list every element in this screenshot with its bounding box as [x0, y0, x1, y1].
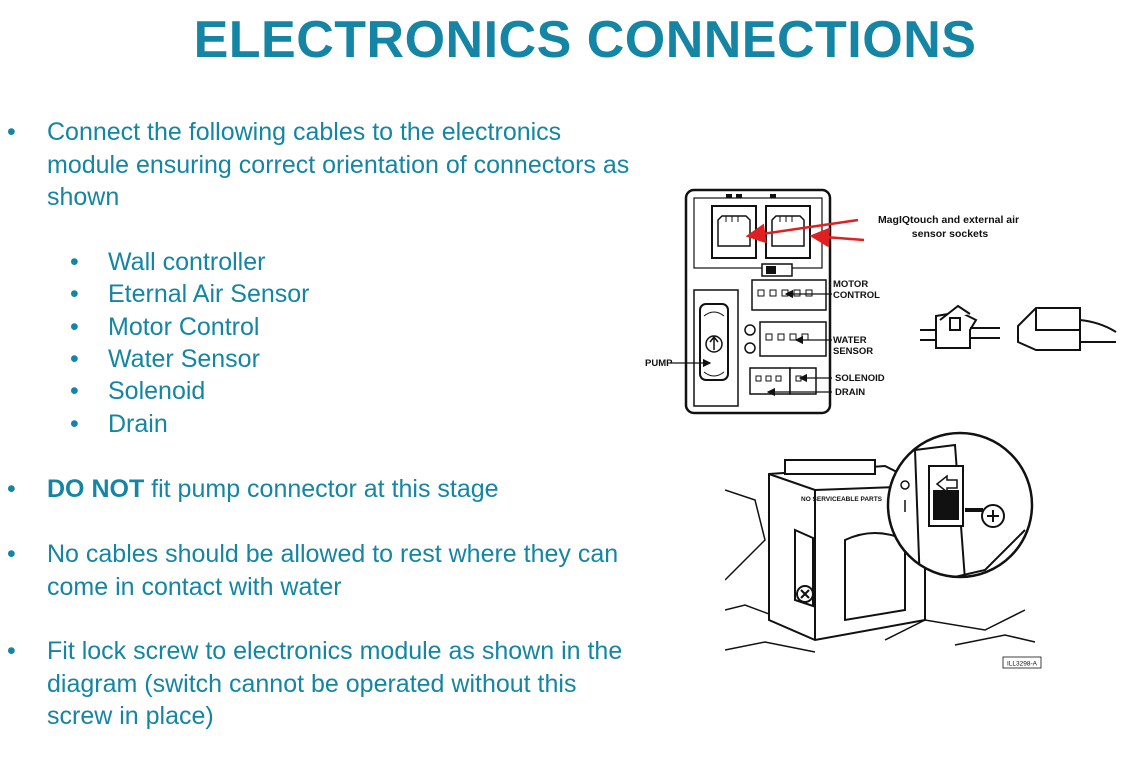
connector-panel-diagram: MOTOR CONTROL WATER SENSOR SOLENOID DRAI…	[645, 188, 1117, 415]
list-item: Drain	[70, 408, 588, 441]
magnified-detail	[888, 433, 1032, 577]
water-sensor-label: WATER SENSOR	[833, 335, 873, 357]
water-connector	[759, 321, 827, 357]
rj-socket-icon	[711, 205, 757, 259]
motor-connector	[751, 279, 827, 311]
drain-connector	[789, 367, 817, 395]
socket-callout: MagIQtouch and external air sensor socke…	[878, 214, 1022, 240]
solenoid-label: SOLENOID	[835, 373, 885, 384]
plug-side-view-icon	[920, 304, 1000, 349]
arrow-left-icon	[935, 474, 958, 494]
list-item: Solenoid	[70, 375, 588, 408]
pump-label: PUMP	[645, 358, 673, 369]
bullet-cables-water: No cables should be allowed to rest wher…	[7, 538, 647, 603]
bullet-text: fit pump connector at this stage	[144, 475, 499, 503]
list-item: Wall controller	[70, 246, 588, 279]
illustration-ref: ILL3298-A	[1007, 661, 1038, 668]
list-item: Water Sensor	[70, 343, 588, 376]
plug-end-view-icon	[1017, 307, 1117, 351]
list-item: Motor Control	[70, 311, 588, 344]
bullet-list: Connect the following cables to the elec…	[0, 0, 650, 761]
warning-emphasis: DO NOT	[47, 475, 145, 503]
bullet-lock-screw: Fit lock screw to electronics module as …	[7, 635, 647, 733]
lock-screw-diagram: NO SERVICEABLE PARTS ILL3298-A	[725, 431, 1042, 669]
motor-control-label: MOTOR CONTROL	[833, 279, 880, 301]
page-title: ELECTRONICS CONNECTIONS	[193, 11, 977, 69]
no-serviceable-parts-label: NO SERVICEABLE PARTS	[801, 496, 883, 503]
electronics-module	[768, 459, 926, 642]
drain-label: DRAIN	[835, 387, 865, 398]
list-item: Eternal Air Sensor	[70, 278, 588, 311]
bullet-connect-cables: Connect the following cables to the elec…	[7, 116, 647, 214]
bullet-do-not-fit: DO NOT fit pump connector at this stage	[7, 473, 647, 506]
